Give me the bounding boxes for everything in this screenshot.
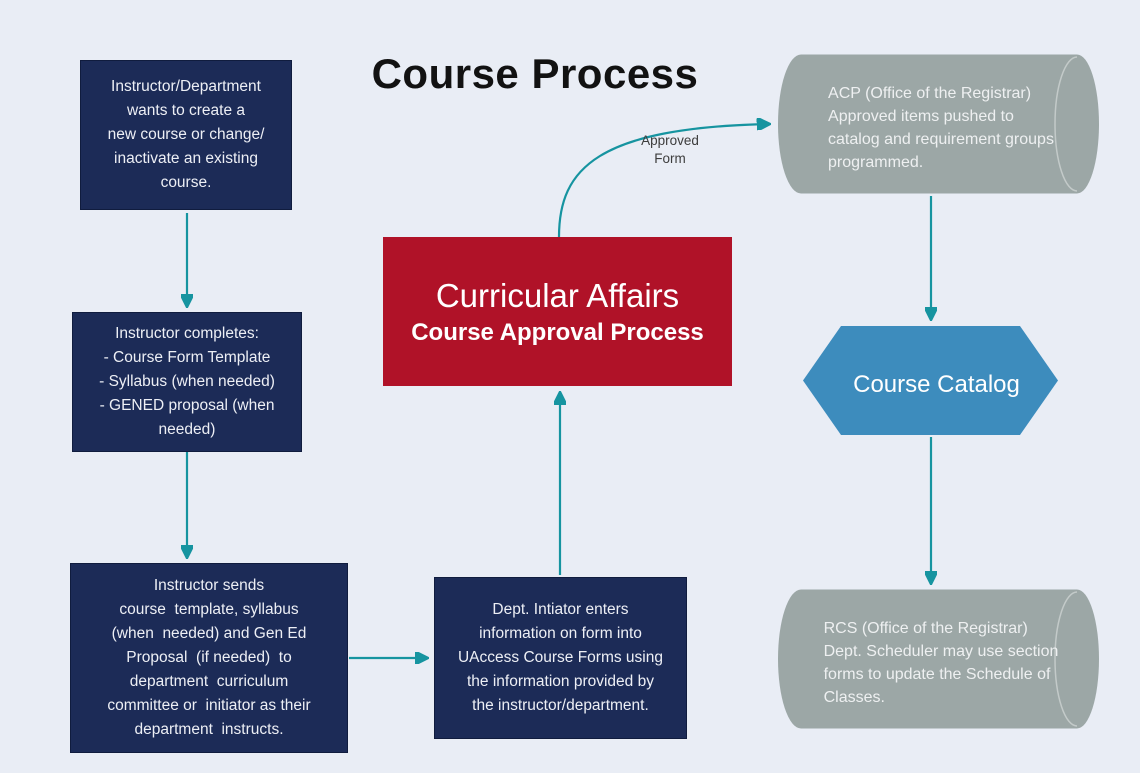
node-course-catalog: Course Catalog — [803, 326, 1058, 435]
node-rcs-registrar: RCS (Office of the Registrar) Dept. Sche… — [778, 589, 1100, 729]
node-instructor-sends-text: Instructor sends course template, syllab… — [107, 577, 311, 738]
node-dept-initiator-text: Dept. Intiator enters information on for… — [457, 601, 663, 714]
page-title: Course Process — [371, 50, 699, 97]
cylinder-shape-icon — [778, 589, 1099, 729]
node-curricular-affairs: Curricular Affairs Course Approval Proce… — [383, 237, 732, 386]
node-course-catalog-text: Course Catalog — [853, 370, 1020, 398]
curricular-affairs-title: Curricular Affairs — [435, 276, 680, 314]
node-instructor-department-start: Instructor/Department wants to create a … — [80, 60, 292, 210]
node-acp-text: ACP (Office of the Registrar) Approved i… — [828, 85, 1054, 171]
curricular-affairs-subtitle: Course Approval Process — [411, 318, 704, 346]
edge-label-approved-form: Approved Form — [641, 133, 699, 166]
node-rcs-text: RCS (Office of the Registrar) Dept. Sche… — [823, 620, 1059, 706]
node-instructor-completes: Instructor completes: - Course Form Temp… — [72, 312, 302, 452]
node-start-text: Instructor/Department wants to create a … — [107, 78, 265, 191]
node-instructor-completes-text: Instructor completes: - Course Form Temp… — [99, 325, 275, 438]
node-instructor-sends: Instructor sends course template, syllab… — [70, 563, 348, 753]
cylinder-shape-icon — [778, 54, 1099, 194]
node-dept-initiator: Dept. Intiator enters information on for… — [434, 577, 687, 739]
hexagon-shape-icon — [803, 326, 1058, 435]
node-acp-registrar: ACP (Office of the Registrar) Approved i… — [778, 54, 1100, 194]
